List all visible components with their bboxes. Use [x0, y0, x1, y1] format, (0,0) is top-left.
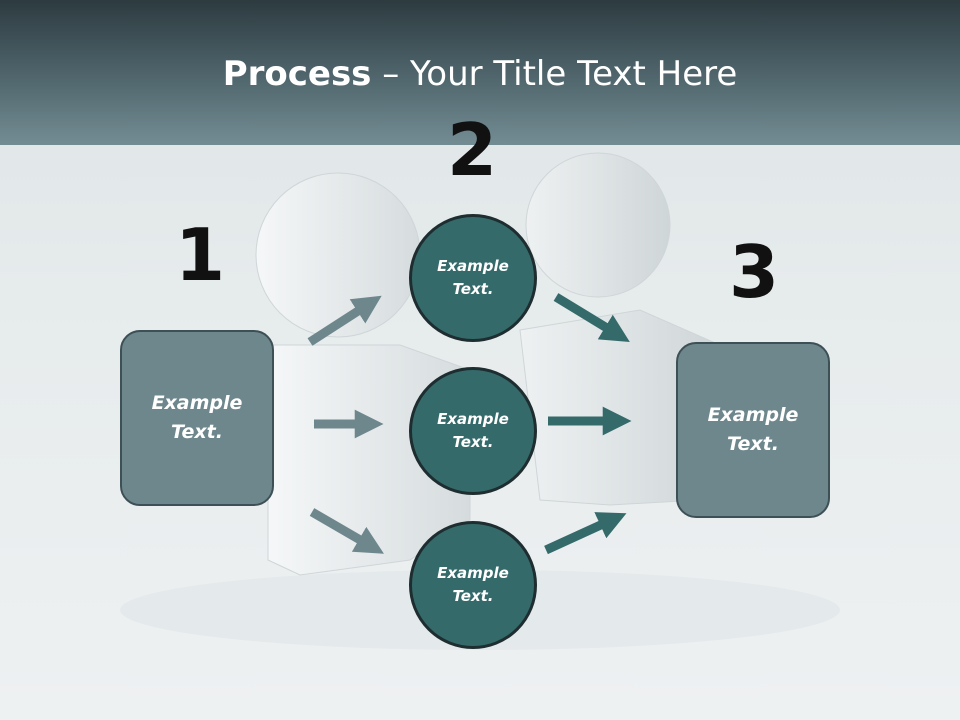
circle-top-text: Example Text. [437, 257, 509, 298]
arrow-right-up [544, 512, 627, 555]
left-box-text: Example Text. [151, 392, 243, 443]
title-bar [0, 0, 960, 145]
title-rest: – Your Title Text Here [371, 54, 738, 94]
title-bold: Process [222, 54, 372, 94]
right-box-text: Example Text. [707, 404, 799, 455]
arrow-left-down [309, 508, 384, 554]
right-text-box: Example Text. [676, 342, 830, 518]
circle-bottom-text: Example Text. [437, 564, 509, 605]
circle-middle: Example Text. [409, 367, 537, 495]
left-text-box: Example Text. [120, 330, 274, 506]
step-number-2: 2 [446, 108, 498, 192]
circle-bottom: Example Text. [409, 521, 537, 649]
circle-top: Example Text. [409, 214, 537, 342]
right-figure-head [525, 152, 671, 298]
arrow-right-down [553, 293, 630, 342]
step-number-3: 3 [728, 230, 780, 314]
step-number-1: 1 [174, 213, 226, 297]
arrow-left-up [307, 295, 382, 346]
slide-title: Process – Your Title Text Here [0, 52, 960, 96]
circle-middle-text: Example Text. [437, 410, 509, 451]
